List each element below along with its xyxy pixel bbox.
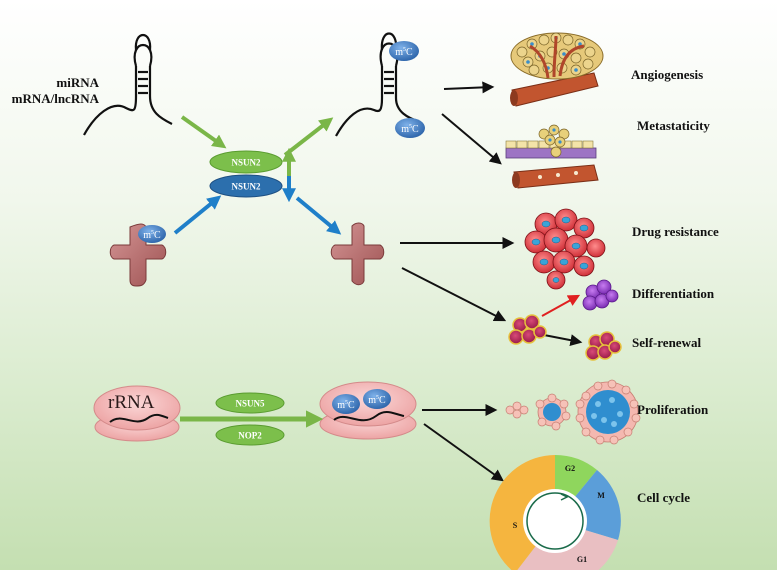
arrow-to-angiogenesis bbox=[443, 81, 495, 94]
svg-text:m5C: m5C bbox=[368, 395, 386, 406]
outcome-angiogenesis: Angiogenesis bbox=[631, 67, 704, 82]
green-arrow-nsun2-to-hairpin bbox=[283, 117, 334, 157]
arrow-to-metastaticity bbox=[441, 113, 502, 165]
angiogenesis-illustration bbox=[510, 32, 604, 107]
m5c-badge-hairpin-tail: m5C bbox=[395, 118, 425, 138]
rna-labels: miRNA mRNA/lncRNA bbox=[12, 75, 99, 107]
arrow-to-stem-cells bbox=[401, 267, 507, 322]
svg-text:m5C: m5C bbox=[395, 47, 413, 58]
green-arrow-rna-to-nsun2 bbox=[180, 115, 227, 149]
m5c-badge-trna-left: m5C bbox=[138, 225, 166, 243]
m5c-badge-hairpin-top: m5C bbox=[389, 41, 419, 61]
outcome-metastaticity: Metastaticity bbox=[637, 118, 710, 133]
cell-cycle-wheel: G2 M S G1 bbox=[489, 454, 621, 570]
svg-text:G2: G2 bbox=[565, 464, 575, 473]
arrow-to-differentiation bbox=[541, 294, 581, 317]
svg-text:m5C: m5C bbox=[337, 400, 355, 411]
nsun2-enzyme-upper: NSUN2 bbox=[209, 150, 283, 174]
svg-text:NOP2: NOP2 bbox=[238, 431, 262, 441]
m5c-badge-ribosome-1: m5C bbox=[332, 394, 360, 414]
differentiated-cell-cluster bbox=[582, 279, 619, 311]
nop2-enzyme: NOP2 bbox=[215, 424, 285, 446]
blue-arrow-nsun2-to-trna bbox=[295, 196, 342, 235]
mirna-label: miRNA bbox=[56, 75, 99, 90]
arrow-to-self-renewal bbox=[543, 334, 583, 347]
blue-arrow-trna-to-nsun2 bbox=[173, 195, 222, 235]
drug-resistance-illustration bbox=[524, 208, 606, 290]
hairpin-rna-left bbox=[83, 33, 173, 136]
arrow-to-cell-cycle bbox=[423, 423, 504, 482]
svg-text:NSUN2: NSUN2 bbox=[231, 182, 261, 192]
svg-text:S: S bbox=[513, 521, 518, 530]
svg-text:NSUN5: NSUN5 bbox=[235, 399, 265, 409]
nsun5-enzyme: NSUN5 bbox=[215, 392, 285, 414]
outcome-differentiation: Differentiation bbox=[632, 286, 715, 301]
ribosome-right bbox=[319, 381, 417, 440]
outcome-drug-resistance: Drug resistance bbox=[632, 224, 719, 239]
svg-text:m5C: m5C bbox=[143, 230, 161, 241]
svg-text:G1: G1 bbox=[577, 555, 587, 564]
proliferation-illustration bbox=[505, 379, 641, 445]
metastaticity-illustration bbox=[505, 124, 599, 189]
outcome-self-renewal: Self-renewal bbox=[632, 335, 702, 350]
self-renewed-cell-cluster bbox=[585, 331, 622, 361]
svg-text:NSUN2: NSUN2 bbox=[231, 158, 261, 168]
stem-cell-cluster-source bbox=[508, 314, 547, 345]
outcome-proliferation: Proliferation bbox=[637, 402, 709, 417]
trna-right bbox=[330, 222, 385, 286]
svg-text:M: M bbox=[597, 491, 605, 500]
nsun2-enzyme-lower: NSUN2 bbox=[209, 174, 283, 198]
rrna-label: rRNA bbox=[108, 392, 155, 413]
svg-text:m5C: m5C bbox=[401, 124, 419, 135]
ribosome-left bbox=[93, 385, 181, 442]
outcome-cell-cycle: Cell cycle bbox=[637, 490, 691, 505]
mrna-lncrna-label: mRNA/lncRNA bbox=[11, 91, 99, 106]
m5c-badge-ribosome-2: m5C bbox=[363, 389, 391, 409]
